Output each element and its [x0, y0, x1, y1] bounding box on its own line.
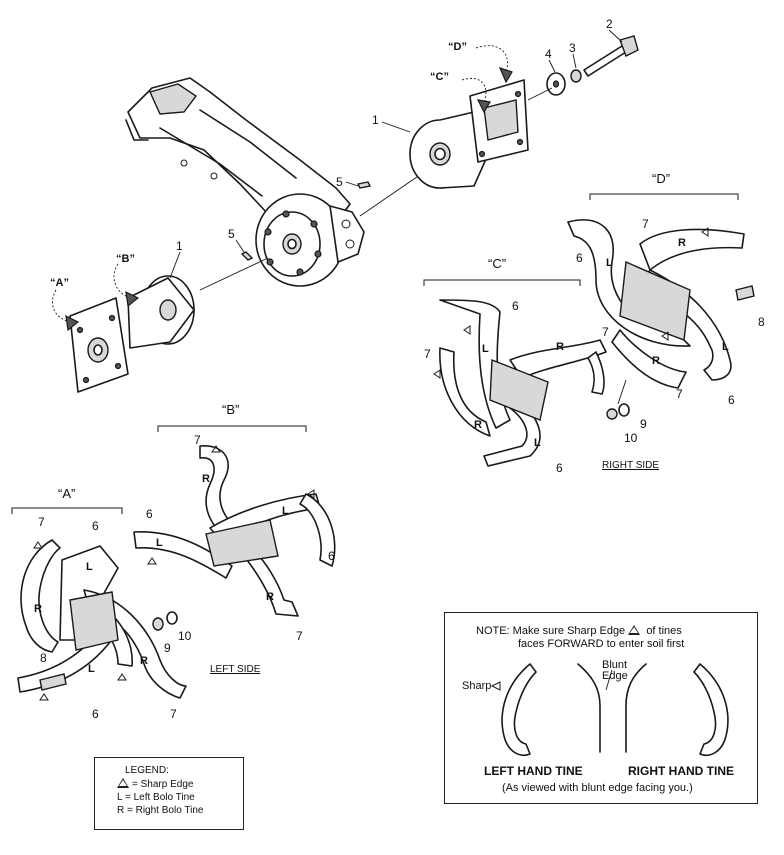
label-part-3: 3: [569, 41, 576, 55]
tine-mark-l: L: [88, 663, 95, 675]
sharp-edge-icon: [117, 778, 129, 788]
label-group-d-top: “D”: [448, 41, 467, 53]
tine-mark-l: L: [534, 437, 541, 449]
label-part-6: 6: [92, 707, 99, 721]
label-part-5-left: 5: [228, 227, 235, 241]
label-part-6: 6: [328, 549, 335, 563]
label-part-9: 9: [164, 641, 171, 655]
label-group-a: “A”: [58, 486, 75, 501]
label-part-8: 8: [40, 651, 47, 665]
label-part-7: 7: [170, 707, 177, 721]
tine-mark-l: L: [282, 505, 289, 517]
label-part-7: 7: [424, 347, 431, 361]
tine-mark-l: L: [482, 343, 489, 355]
label-part-6: 6: [728, 393, 735, 407]
bracket-group-c: [423, 279, 581, 286]
note-text: NOTE: Make sure Sharp Edge of tines face…: [476, 624, 756, 651]
legend-panel: LEGEND: = Sharp Edge L = Left Bolo Tine …: [94, 757, 244, 830]
label-sharp: Sharp: [462, 680, 492, 692]
label-group-b-top: “B”: [116, 253, 135, 265]
note-line-2: faces FORWARD to enter soil first: [518, 638, 685, 650]
label-group-d: “D”: [652, 171, 670, 186]
transmission-housing: [125, 77, 365, 287]
sharp-edge-icon: [628, 625, 641, 635]
tine-mark-r: R: [140, 655, 148, 667]
label-part-7: 7: [296, 629, 303, 643]
tine-set-a: L R R L: [17, 539, 187, 699]
tine-mark-r: R: [34, 603, 42, 615]
label-blunt: Blunt: [602, 659, 628, 671]
bracket-group-b: [157, 425, 307, 432]
label-part-7: 7: [38, 515, 45, 529]
pin-left: [240, 251, 254, 261]
label-part-10: 10: [624, 431, 638, 445]
note-line-1b: of tines: [646, 625, 682, 637]
label-part-4: 4: [545, 47, 552, 61]
label-part-8: 8: [758, 315, 765, 329]
nut-left: [152, 617, 164, 631]
bracket-group-a: [11, 507, 123, 514]
tine-mark-l: L: [722, 341, 729, 353]
tine-mark-r: R: [652, 355, 660, 367]
label-part-5-right: 5: [336, 175, 343, 189]
tine-mark-l: L: [86, 561, 93, 573]
tine-set-d: L R L R: [567, 219, 755, 389]
label-blunt-edge: Blunt Edge: [602, 660, 628, 682]
label-part-6: 6: [576, 251, 583, 265]
pin-right: [356, 181, 372, 189]
label-left-side: LEFT SIDE: [210, 664, 261, 675]
label-part-9: 9: [640, 417, 647, 431]
caption-right-hand-tine: RIGHT HAND TINE: [628, 764, 734, 778]
label-part-10: 10: [178, 629, 192, 643]
lockwasher-right: [618, 403, 630, 417]
rotation-arrows: [52, 45, 513, 332]
tine-set-c: L R R L: [439, 299, 607, 467]
label-part-6: 6: [556, 461, 563, 475]
bracket-group-d: [589, 193, 739, 200]
label-part-1-left: 1: [176, 239, 183, 253]
tine-mark-r: R: [266, 591, 274, 603]
legend-right: R = Right Bolo Tine: [117, 805, 204, 816]
right-hub-assembly: [409, 35, 639, 189]
note-panel: [444, 612, 758, 804]
label-group-b: “B”: [222, 402, 239, 417]
tine-mark-r: R: [202, 473, 210, 485]
label-edge: Edge: [602, 670, 628, 682]
lockwasher-left: [166, 611, 178, 625]
caption-left-hand-tine: LEFT HAND TINE: [484, 764, 583, 778]
tine-mark-l: L: [156, 537, 163, 549]
label-group-c: “C”: [488, 256, 506, 271]
label-part-6: 6: [146, 507, 153, 521]
label-group-c-top: “C”: [430, 71, 449, 83]
label-part-6: 6: [92, 519, 99, 533]
legend-sharp: = Sharp Edge: [132, 779, 194, 790]
tine-mark-r: R: [474, 419, 482, 431]
legend-title: LEGEND:: [125, 765, 169, 776]
tine-mark-r: R: [556, 341, 564, 353]
label-part-7: 7: [194, 433, 201, 447]
note-line-1: NOTE: Make sure Sharp Edge: [476, 625, 626, 637]
caption-viewed: (As viewed with blunt edge facing you.): [502, 782, 693, 794]
label-part-1-right: 1: [372, 113, 379, 127]
label-group-a-top: “A”: [50, 277, 69, 289]
label-part-2: 2: [606, 17, 613, 31]
label-part-6: 6: [512, 299, 519, 313]
nut-right: [606, 408, 618, 420]
tine-set-b: R L L R: [133, 445, 336, 617]
tine-mark-r: R: [678, 237, 686, 249]
tine-mark-l: L: [606, 257, 613, 269]
note-tine-illustrations: [490, 663, 729, 756]
label-part-7: 7: [642, 217, 649, 231]
label-right-side: RIGHT SIDE: [602, 460, 659, 471]
left-hub-assembly: [69, 275, 195, 393]
label-part-7: 7: [602, 325, 609, 339]
sharp-edge-markers: [33, 227, 709, 701]
label-part-7: 7: [676, 387, 683, 401]
legend-left: L = Left Bolo Tine: [117, 792, 195, 803]
